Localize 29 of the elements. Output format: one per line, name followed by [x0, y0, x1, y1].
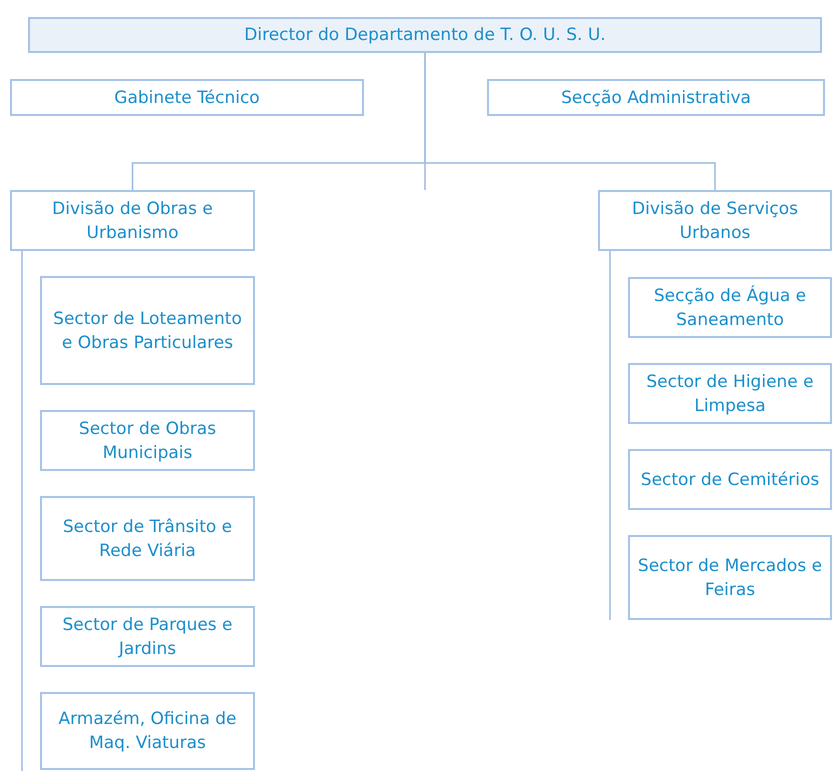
- org-box: [40, 606, 255, 667]
- box-label: Secção de Água e Saneamento: [652, 284, 808, 332]
- box-label: Sector de Trânsito e Rede Viária: [62, 516, 234, 562]
- box-label: Sector de Obras Municipais: [78, 418, 218, 464]
- box-label: Sector de Mercados e Feiras: [636, 554, 824, 602]
- box-label: Divisão de Serviços Urbanos: [631, 198, 799, 244]
- org-box: [40, 410, 255, 471]
- box-label: Director do Departamento de T. O. U. S. U.: [244, 24, 606, 47]
- org-box: [487, 79, 825, 116]
- org-box: [10, 190, 255, 251]
- org-box: [628, 277, 832, 338]
- org-box: [628, 535, 832, 620]
- box-label: Gabinete Técnico: [114, 86, 260, 110]
- org-box: [40, 496, 255, 581]
- box-label: Armazém, Oficina de Maq. Viaturas: [57, 708, 238, 755]
- box-label: Sector de Cemitérios: [640, 468, 820, 492]
- box-label: Sector de Higiene e Limpesa: [645, 370, 815, 418]
- org-box: [628, 363, 832, 424]
- org-box: [28, 17, 822, 53]
- box-label: Sector de Parques e Jardins: [61, 614, 234, 660]
- box-label: Divisão de Obras e Urbanismo: [51, 198, 214, 244]
- box-label: Secção Administrativa: [561, 86, 751, 110]
- org-box: [40, 692, 255, 770]
- box-label: Sector de Loteamento e Obras Particulares: [52, 308, 243, 354]
- org-box: [598, 190, 832, 251]
- org-box: [40, 276, 255, 385]
- connector-line: [424, 53, 716, 190]
- org-box: [10, 79, 364, 116]
- org-box: [628, 449, 832, 510]
